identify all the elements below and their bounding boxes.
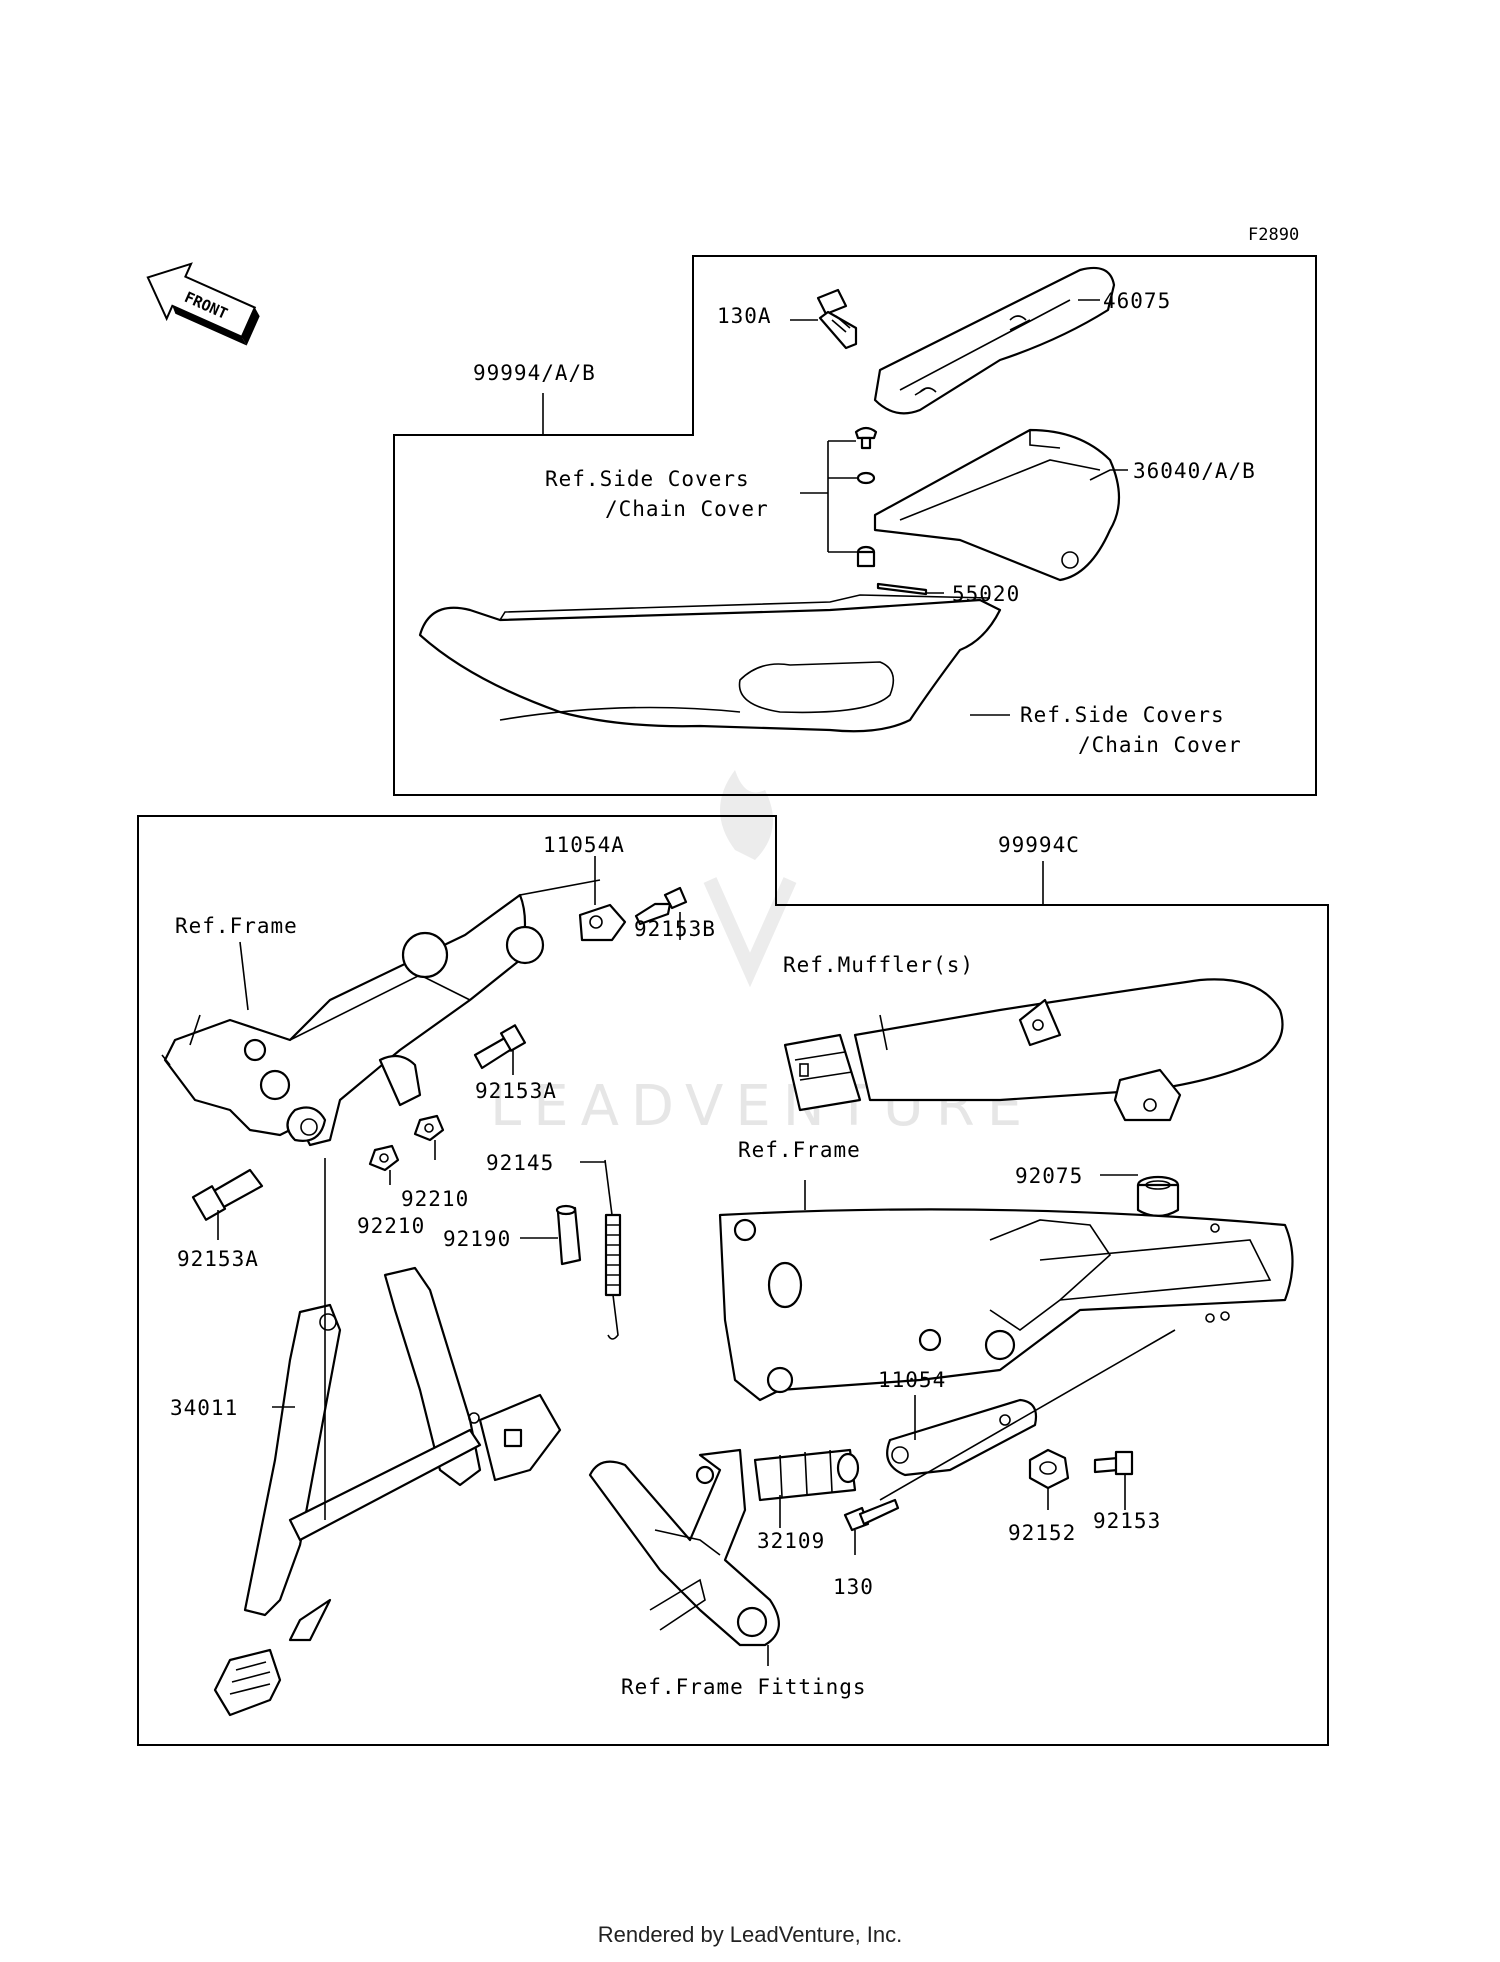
leader-lines bbox=[217, 299, 1176, 1666]
label-92153: 92153 bbox=[1093, 1509, 1161, 1533]
label-11054a: 11054A bbox=[543, 833, 625, 857]
label-46075: 46075 bbox=[1103, 289, 1171, 313]
part-fastener-collar bbox=[856, 545, 876, 568]
label-92153a-1: 92153A bbox=[475, 1079, 557, 1103]
label-99994c: 99994C bbox=[998, 833, 1080, 857]
label-36040ab: 36040/A/B bbox=[1133, 459, 1256, 483]
label-92190: 92190 bbox=[443, 1227, 511, 1251]
part-36040ab bbox=[873, 428, 1120, 582]
part-55020 bbox=[876, 582, 928, 596]
part-92075-rubber bbox=[1136, 1175, 1180, 1218]
part-92210-nut-a bbox=[368, 1144, 400, 1172]
footer-credit: Rendered by LeadVenture, Inc. bbox=[597, 1922, 903, 1947]
diagram-code: F2890 bbox=[1248, 225, 1299, 245]
label-32109: 32109 bbox=[757, 1529, 825, 1553]
label-ref-side-covers-2: Ref.Side Covers bbox=[1020, 703, 1225, 727]
label-92153a-2: 92153A bbox=[177, 1247, 259, 1271]
part-92153b-bolt bbox=[634, 886, 688, 926]
label-130: 130 bbox=[833, 1575, 874, 1599]
ref-frame-right bbox=[718, 1208, 1294, 1402]
front-arrow-icon: FRONT bbox=[146, 262, 260, 346]
group-box-upper bbox=[393, 255, 1317, 796]
label-130a: 130A bbox=[717, 304, 772, 328]
label-92075: 92075 bbox=[1015, 1164, 1083, 1188]
part-92153a-bolt-upper bbox=[473, 1024, 527, 1070]
part-92153-bolt bbox=[1093, 1450, 1134, 1476]
part-11054a bbox=[578, 903, 627, 942]
group-box-lower bbox=[137, 815, 1329, 1746]
ref-muffler bbox=[783, 978, 1284, 1122]
label-92145: 92145 bbox=[486, 1151, 554, 1175]
ref-side-cover bbox=[418, 594, 1002, 733]
ref-frame-fittings bbox=[588, 1448, 780, 1647]
label-11054: 11054 bbox=[878, 1368, 946, 1392]
part-92153a-bolt-lower bbox=[191, 1168, 264, 1221]
part-92190-collar bbox=[555, 1204, 582, 1266]
part-fastener-washer bbox=[856, 471, 876, 485]
label-ref-frame-2: Ref.Frame bbox=[738, 1138, 861, 1162]
label-92153b: 92153B bbox=[634, 917, 716, 941]
label-34011: 34011 bbox=[170, 1396, 238, 1420]
watermark: LEADVENTURE bbox=[490, 770, 1022, 1139]
label-ref-frame-1: Ref.Frame bbox=[175, 914, 298, 938]
label-ref-mufflers: Ref.Muffler(s) bbox=[783, 953, 974, 977]
label-92210-1: 92210 bbox=[401, 1187, 469, 1211]
part-32109-peg bbox=[753, 1448, 860, 1502]
label-chain-cover-1: /Chain Cover bbox=[605, 497, 769, 521]
label-92152: 92152 bbox=[1008, 1521, 1076, 1545]
part-92145-spring bbox=[604, 1159, 622, 1340]
part-46075 bbox=[873, 266, 1116, 415]
part-labels: 46075 130A 99994/A/B 36040/A/B Ref.Side … bbox=[170, 289, 1256, 1699]
part-92152-nut bbox=[1028, 1448, 1070, 1490]
part-fastener-screw bbox=[854, 426, 878, 450]
part-34011-stand bbox=[213, 1266, 562, 1717]
label-92210-2: 92210 bbox=[357, 1214, 425, 1238]
label-ref-side-covers-1: Ref.Side Covers bbox=[545, 467, 750, 491]
label-chain-cover-2: /Chain Cover bbox=[1078, 733, 1242, 757]
part-92210-nut-b bbox=[413, 1114, 445, 1142]
label-ref-frame-fittings: Ref.Frame Fittings bbox=[621, 1675, 867, 1699]
ref-frame-casting bbox=[161, 879, 601, 1147]
part-130-bolt bbox=[843, 1498, 900, 1532]
label-55020: 55020 bbox=[952, 582, 1020, 606]
part-11054-plate bbox=[886, 1398, 1038, 1477]
label-99994ab: 99994/A/B bbox=[473, 361, 596, 385]
part-130a-bolt bbox=[816, 288, 858, 350]
